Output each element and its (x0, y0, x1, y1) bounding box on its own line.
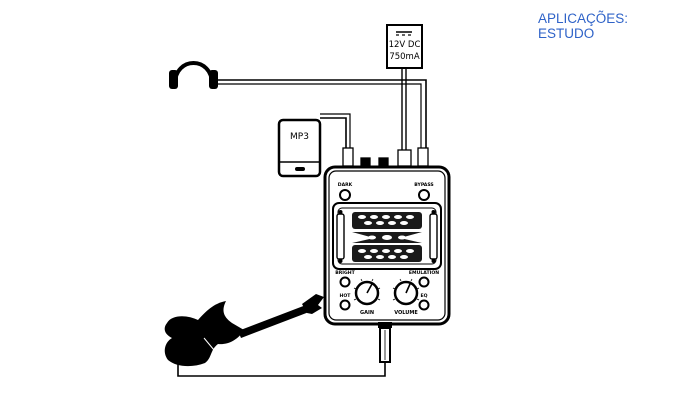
power-supply-icon: 12V DC 750mA (386, 24, 423, 69)
bright-switch[interactable] (339, 276, 351, 288)
caption-subtitle: ESTUDO (538, 26, 595, 41)
bypass-label: BYPASS (414, 182, 434, 188)
tube-window (332, 202, 442, 270)
power-voltage: 12V DC (389, 40, 421, 50)
headphones-icon (169, 61, 218, 89)
guitar-icon (164, 294, 324, 367)
headphone-cable (216, 79, 427, 148)
eq-label: EQ (420, 293, 427, 299)
top-jacks (342, 147, 429, 168)
hot-switch[interactable] (339, 299, 351, 311)
power-jack (397, 149, 412, 167)
volume-label: VOLUME (394, 310, 418, 316)
eq-switch[interactable] (418, 299, 430, 311)
guitar-cable (177, 362, 386, 377)
emulation-label: EMULATION (409, 270, 439, 276)
knob-scale-ticks (353, 278, 420, 301)
mp3-cable (320, 117, 347, 148)
caption: APLICAÇÕES: ESTUDO (538, 11, 628, 41)
dark-switch[interactable] (339, 189, 351, 201)
power-current: 750mA (389, 52, 420, 62)
gain-knob[interactable] (354, 280, 380, 306)
emulation-switch[interactable] (418, 276, 430, 288)
mp3-player-icon: MP3 (277, 118, 322, 178)
gain-label: GAIN (360, 310, 374, 316)
bright-label: BRIGHT (335, 270, 355, 276)
mp3-label: MP3 (290, 132, 309, 142)
hot-label: HOT (340, 293, 352, 299)
power-cable (401, 68, 407, 150)
bypass-switch[interactable] (418, 189, 430, 201)
caption-title: APLICAÇÕES: (538, 11, 629, 26)
dark-label: DARK (338, 182, 353, 188)
volume-knob[interactable] (393, 280, 419, 306)
aux-jack (342, 147, 354, 167)
pedal-unit: DARK BYPASS BRIGHT EMULATION HOT EQ (323, 165, 451, 363)
cables (177, 68, 427, 377)
headphone-jack (417, 147, 429, 167)
input-jack (378, 322, 392, 328)
